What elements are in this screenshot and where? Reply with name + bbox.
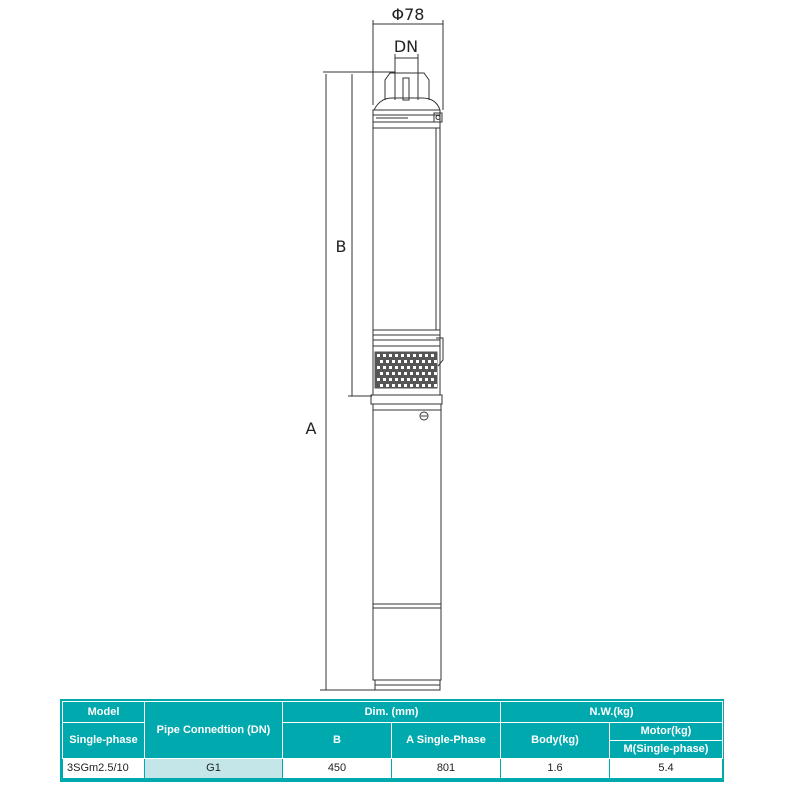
screen-hole (377, 378, 380, 381)
screen-hole (383, 378, 386, 381)
header-single-phase: Single-phase (62, 722, 145, 759)
screen-hole (380, 360, 383, 363)
header-motor: Motor(kg) (609, 722, 723, 741)
screen-hole (407, 354, 410, 357)
screen-hole (431, 378, 434, 381)
screen-hole (401, 354, 404, 357)
pump-dimension-drawing: Φ78 DN B A (306, 5, 444, 691)
intake-screen (374, 351, 438, 389)
header-body: Body(kg) (500, 722, 610, 759)
screen-hole (377, 366, 380, 369)
screen-hole (401, 366, 404, 369)
screen-hole (401, 378, 404, 381)
screen-hole (398, 360, 401, 363)
screen-hole (434, 360, 437, 363)
screen-hole (395, 366, 398, 369)
screen-hole (428, 372, 431, 375)
header-motor-sub: M(Single-phase) (609, 740, 723, 759)
spec-table: Model Pipe Connedtion (DN) Dim. (mm) N.W… (62, 701, 723, 779)
screen-hole (434, 384, 437, 387)
screen-hole (413, 366, 416, 369)
screen-hole (413, 354, 416, 357)
screen-hole (383, 366, 386, 369)
screen-hole (434, 372, 437, 375)
outlet-fitting (384, 72, 430, 100)
screen-hole (389, 354, 392, 357)
screen-hole (389, 366, 392, 369)
dn-label: DN (394, 37, 418, 56)
screen-hole (419, 354, 422, 357)
screen-hole (398, 372, 401, 375)
screen-hole (395, 378, 398, 381)
cell-model: 3SGm2.5/10 (62, 758, 145, 779)
screen-hole (404, 372, 407, 375)
screen-hole (425, 354, 428, 357)
screw-icon (419, 411, 429, 421)
screen-hole (407, 378, 410, 381)
screen-hole (413, 378, 416, 381)
screen-hole (380, 372, 383, 375)
header-dim: Dim. (mm) (282, 701, 501, 723)
screen-hole (386, 372, 389, 375)
screen-hole (428, 384, 431, 387)
screen-hole (377, 354, 380, 357)
b-label: B (336, 237, 347, 256)
table-row: 3SGm2.5/10 G1 450 801 1.6 5.4 (62, 758, 723, 779)
screen-hole (416, 360, 419, 363)
screen-hole (422, 360, 425, 363)
screen-hole (419, 366, 422, 369)
screen-hole (392, 384, 395, 387)
cell-b: 450 (282, 758, 392, 779)
header-a: A Single-Phase (391, 722, 501, 759)
screen-hole (428, 360, 431, 363)
screen-hole (431, 354, 434, 357)
screen-hole (389, 378, 392, 381)
screen-hole (392, 372, 395, 375)
pump-body (372, 109, 441, 331)
screen-hole (395, 354, 398, 357)
cell-body: 1.6 (500, 758, 610, 779)
screen-hole (422, 384, 425, 387)
screen-hole (407, 366, 410, 369)
cell-a: 801 (391, 758, 501, 779)
motor-body (372, 403, 442, 605)
diameter-label: Φ78 (392, 5, 425, 24)
header-pipe: Pipe Connedtion (DN) (144, 701, 283, 759)
screen-hole (416, 384, 419, 387)
header-nw: N.W.(kg) (500, 701, 723, 723)
screen-hole (431, 366, 434, 369)
header-b: B (282, 722, 392, 759)
screen-hole (386, 360, 389, 363)
screen-hole (380, 384, 383, 387)
screen-hole (398, 384, 401, 387)
screen-hole (425, 366, 428, 369)
header-model: Model (62, 701, 145, 723)
cell-pipe: G1 (144, 758, 283, 779)
screen-hole (416, 372, 419, 375)
screen-hole (410, 372, 413, 375)
screen-hole (419, 378, 422, 381)
screen-hole (383, 354, 386, 357)
screen-hole (410, 360, 413, 363)
screen-hole (392, 360, 395, 363)
screen-hole (422, 372, 425, 375)
cell-motor: 5.4 (609, 758, 723, 779)
screen-hole (404, 384, 407, 387)
screen-hole (386, 384, 389, 387)
screen-hole (404, 360, 407, 363)
screen-hole (410, 384, 413, 387)
a-label: A (306, 419, 317, 438)
screen-hole (425, 378, 428, 381)
